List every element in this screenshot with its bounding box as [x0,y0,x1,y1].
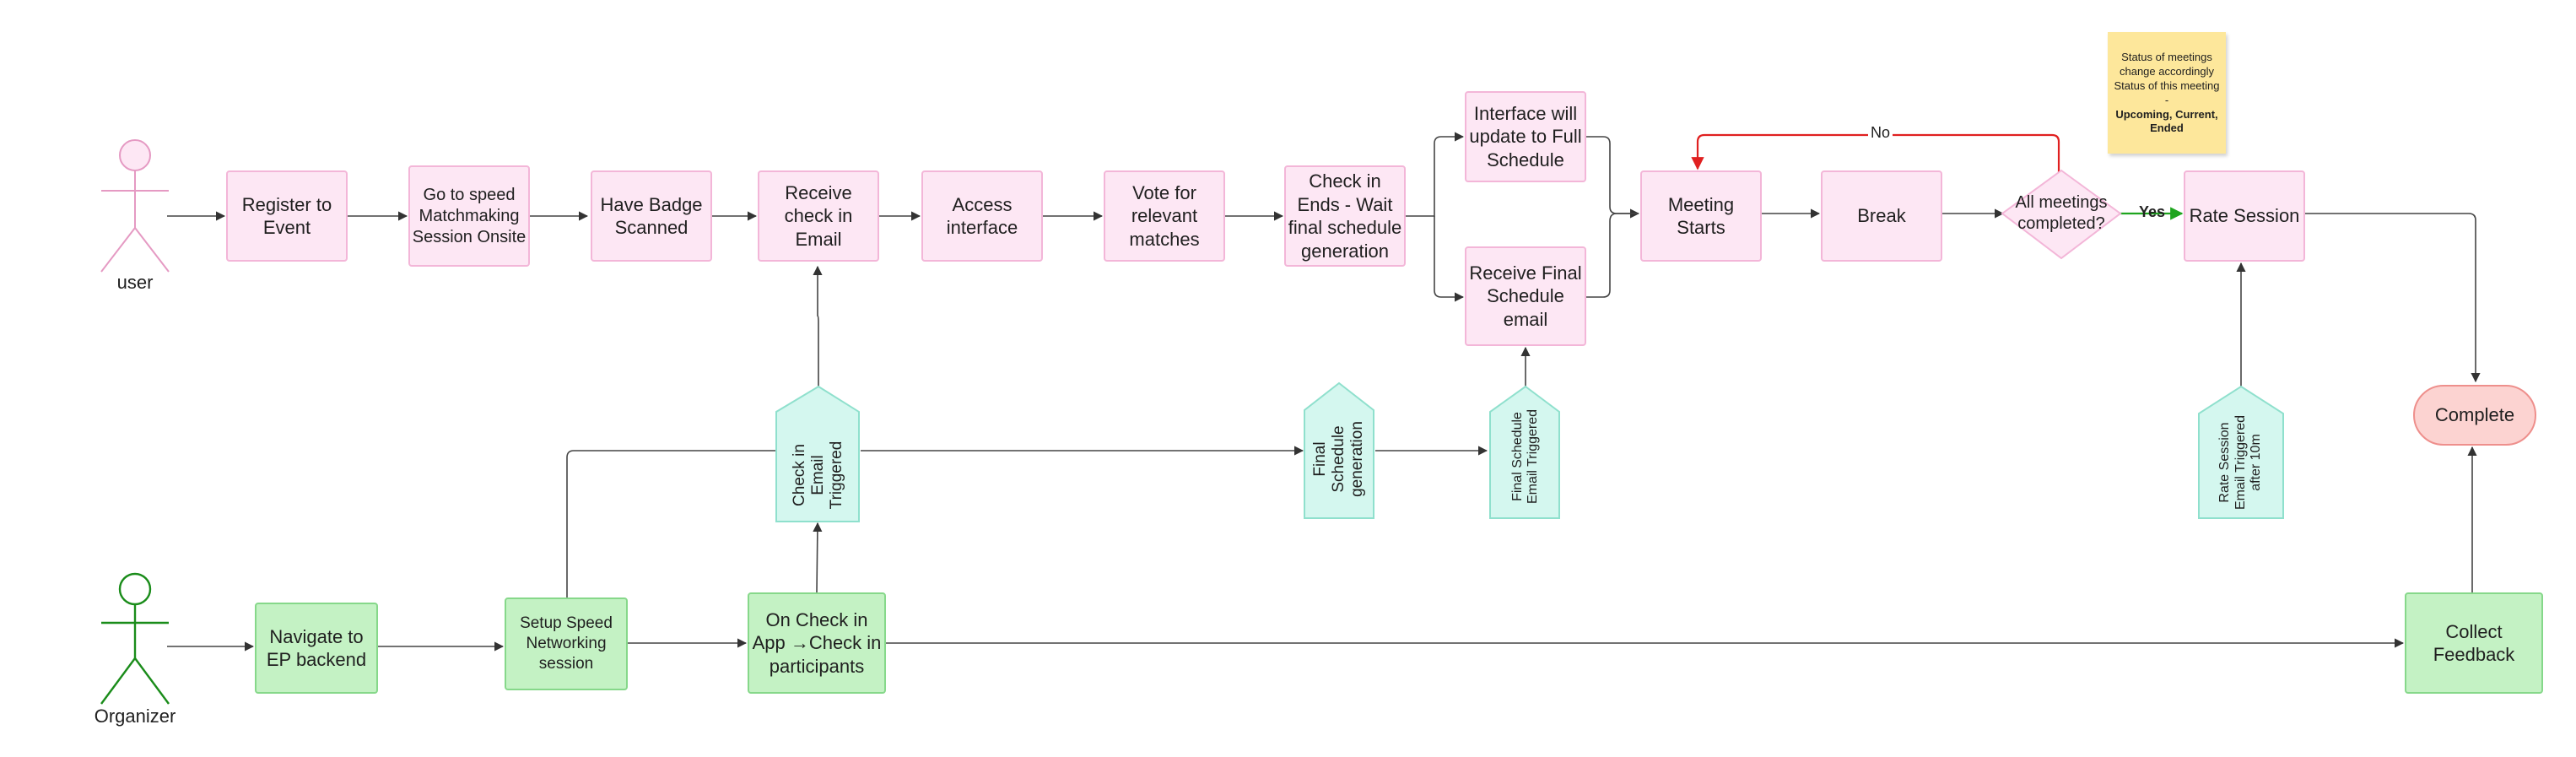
user-actor-icon [100,139,170,273]
edge-final-meeting [1586,213,1639,298]
rate-email-shape [2198,385,2284,519]
break-node[interactable]: Break [1821,170,1942,262]
edge-setup-bus [566,450,776,597]
edge-interface-meeting [1586,136,1640,219]
edge-checkinends-split [1406,132,1465,217]
checkin-email-shape [775,385,860,522]
badge-node[interactable]: Have Badge Scanned [591,170,712,262]
final-email-shape [1489,385,1560,519]
note-line-3: Upcoming, Current, Ended [2115,107,2218,135]
no-edge-label: No [1868,124,1893,142]
collect-feedback-node[interactable]: Collect Feedback [2405,592,2543,694]
navigate-backend-node[interactable]: Navigate to EP backend [255,603,378,694]
rate-email-label: Rate Session Email Triggered after 10m [2217,414,2264,511]
final-generation-shape [1304,381,1374,519]
edge-rate-complete [2305,213,2481,383]
go-to-session-node[interactable]: Go to speed Matchmaking Session Onsite [408,165,530,267]
final-email-label: Final Schedule Email Triggered [1509,408,1540,505]
yes-edge-label: Yes [2139,203,2166,220]
decision-diamond [2001,169,2122,260]
interface-update-node[interactable]: Interface will update to Full Schedule [1465,91,1586,182]
on-check-in-node[interactable]: On Check in App →Check in participants [748,592,886,694]
check-in-ends-node[interactable]: Check in Ends - Wait final schedule gene… [1284,165,1406,267]
organizer-actor-label: Organizer [94,706,176,727]
status-sticky-note: Status of meetings change accordingly St… [2108,32,2226,154]
checkin-email-label: Check in Email Triggered [791,441,845,510]
organizer-actor-icon [100,572,170,705]
user-actor-label: user [116,272,154,293]
edge-checkinends-split2 [1434,216,1465,302]
receive-final-email-node[interactable]: Receive Final Schedule email [1465,246,1586,346]
final-generation-label: Final Schedule generation [1311,421,1366,497]
receive-checkin-email-node[interactable]: Receive check in Email [758,170,879,262]
edge-oncheckin-up [813,522,823,593]
note-line-1: Status of meetings change accordingly [2119,51,2215,78]
setup-session-node[interactable]: Setup Speed Networking session [505,597,628,690]
access-interface-node[interactable]: Access interface [921,170,1043,262]
decision-label[interactable]: All meetings completed? [2015,193,2108,233]
rate-session-node[interactable]: Rate Session [2184,170,2305,262]
register-node[interactable]: Register to Event [226,170,348,262]
complete-terminal[interactable]: Complete [2413,385,2536,446]
vote-node[interactable]: Vote for relevant matches [1104,170,1225,262]
meeting-starts-node[interactable]: Meeting Starts [1640,170,1762,262]
note-line-2: Status of this meeting - [2114,78,2220,106]
